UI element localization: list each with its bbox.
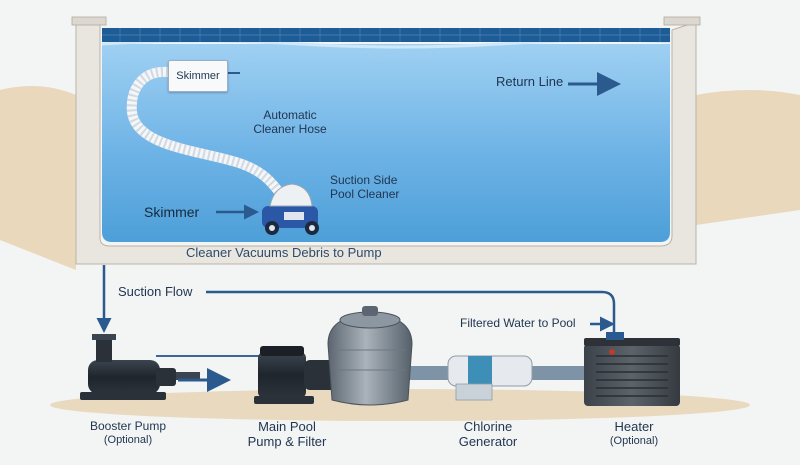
booster-pump-label: Booster Pump (Optional) — [80, 419, 176, 446]
skimmer-box-label: Skimmer — [168, 60, 228, 92]
pool-filter — [327, 306, 413, 406]
return-line-label: Return Line — [496, 74, 564, 89]
pool-cleaner — [262, 183, 319, 235]
suction-cleaner-line2: Pool Cleaner — [330, 186, 400, 201]
heater — [584, 332, 680, 406]
skimmer-arrow-label: Skimmer — [144, 204, 200, 220]
heater-optional: (Optional) — [609, 434, 659, 447]
chlorine-generator — [447, 355, 533, 401]
automatic-cleaner-hose — [126, 66, 287, 201]
main-pump-line1: Main Pool — [258, 419, 316, 434]
pool-shell — [71, 16, 701, 265]
automatic-cleaner-hose-label: Automatic Cleaner Hose — [248, 108, 332, 137]
booster-pump-optional: (Optional) — [103, 433, 153, 446]
suction-flow-label: Suction Flow — [118, 284, 193, 299]
heater-name: Heater — [614, 419, 654, 434]
cleaner-vacuums-label: Cleaner Vacuums Debris to Pump — [186, 245, 382, 260]
auto-hose-line2: Cleaner Hose — [253, 121, 327, 136]
main-pool-pump — [254, 346, 338, 404]
suction-side-cleaner-label: Suction Side Pool Cleaner — [330, 173, 400, 202]
tile-band — [102, 28, 670, 42]
chlorine-line1: Chlorine — [463, 419, 513, 434]
heater-label: Heater (Optional) — [596, 419, 672, 448]
booster-pump-name: Booster Pump — [89, 419, 167, 433]
filtered-water-label: Filtered Water to Pool — [460, 316, 576, 330]
auto-hose-line1: Automatic — [263, 108, 317, 122]
suction-cleaner-line1: Suction Side — [330, 173, 398, 187]
ground — [0, 86, 800, 421]
main-pump-line2: Pump & Filter — [247, 433, 327, 449]
booster-pump — [80, 334, 176, 400]
return-pipe — [206, 290, 616, 342]
main-pump-filter-label: Main Pool Pump & Filter — [232, 419, 342, 450]
chlorine-generator-label: Chlorine Generator — [448, 419, 528, 450]
chlorine-line2: Generator — [458, 433, 518, 449]
